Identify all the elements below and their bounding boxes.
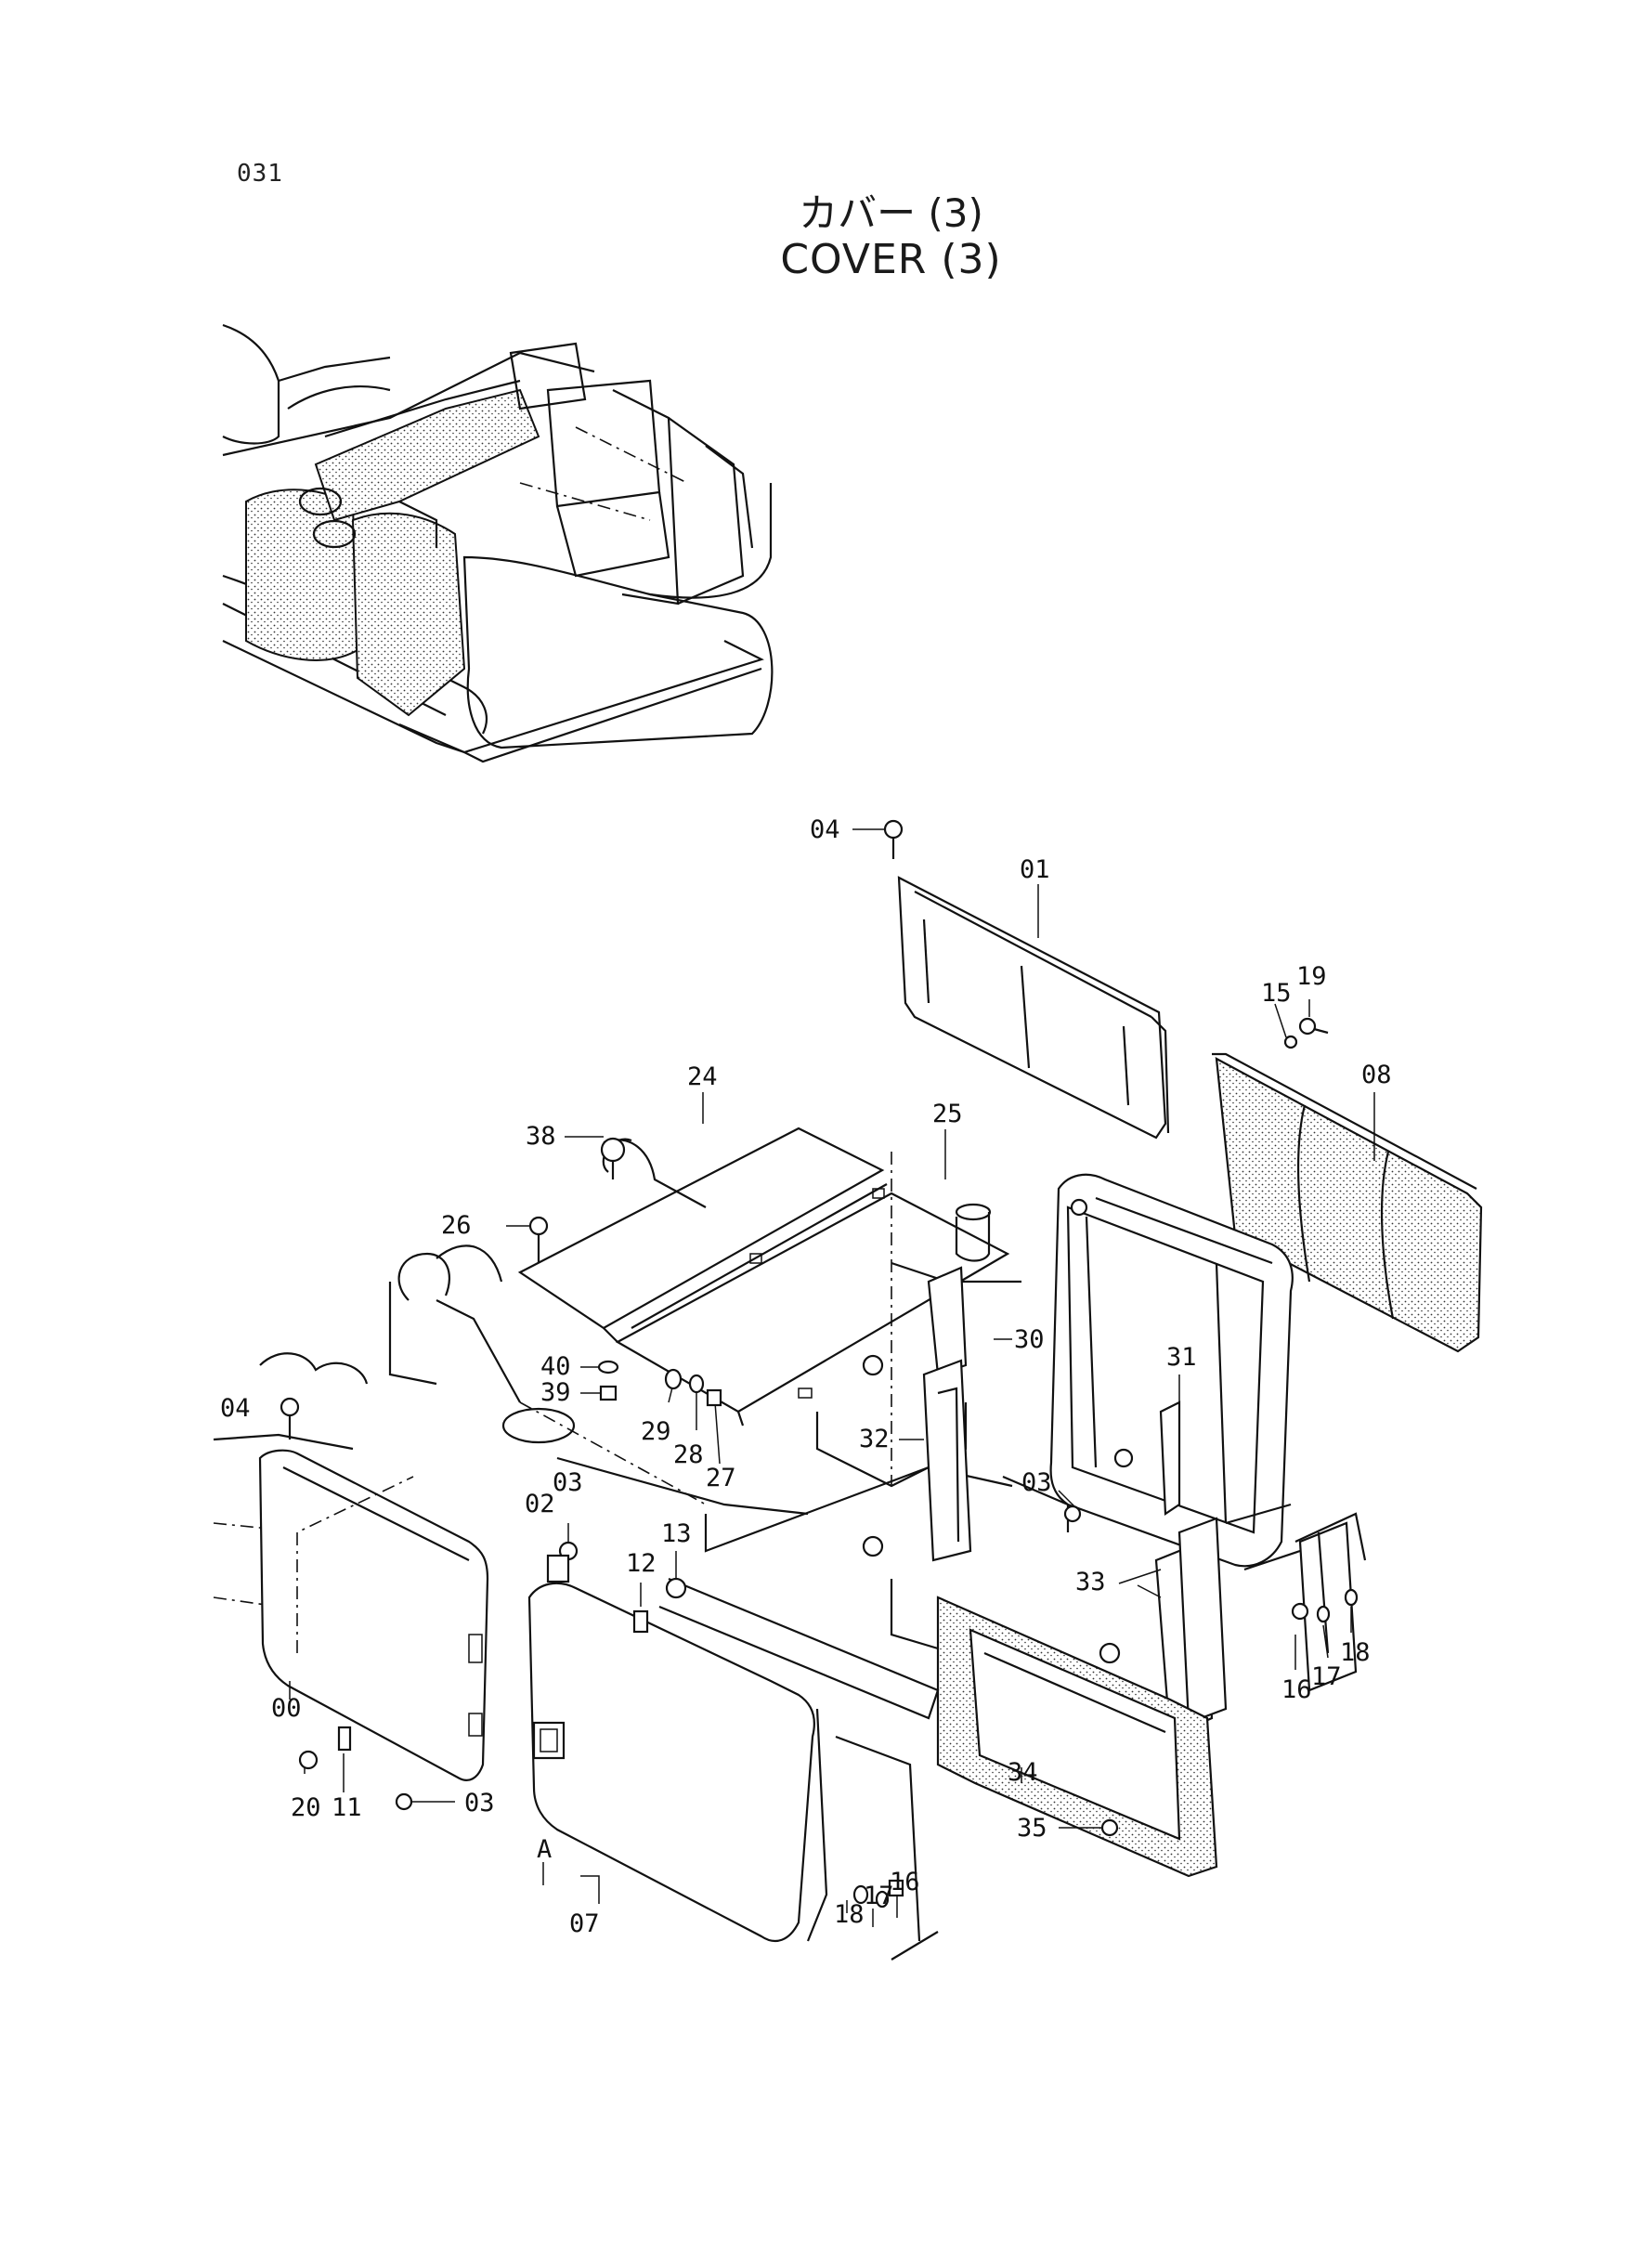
callout-04-left: 04: [220, 1394, 251, 1423]
callout-15: 15: [1261, 979, 1292, 1008]
washer-icon: [597, 1360, 619, 1375]
callout-32: 32: [859, 1425, 890, 1453]
bolt-icon: [395, 1792, 413, 1811]
brackets: [922, 1266, 1367, 1739]
part-34-seal: [936, 1596, 1218, 1878]
bolt-icon: [665, 1577, 687, 1599]
callout-18-bottom: 18: [834, 1900, 865, 1929]
callout-31: 31: [1166, 1343, 1197, 1372]
part-07-front-door: [527, 1577, 940, 1961]
bolt-icon: [862, 1535, 884, 1557]
bolt-icon: [528, 1216, 549, 1263]
machine-frame: [213, 1138, 1070, 1650]
washer-icon: [875, 1890, 890, 1909]
washer-icon: [1344, 1588, 1359, 1607]
callout-28: 28: [673, 1440, 704, 1469]
clip-icon: [632, 1609, 649, 1634]
bolt-icon: [1099, 1642, 1121, 1664]
callout-11: 11: [332, 1793, 362, 1822]
bolt-icon: [1291, 1602, 1309, 1621]
part-24-top-plate: [517, 1127, 1010, 1427]
callout-00: 00: [271, 1694, 302, 1723]
callout-17-right: 17: [1311, 1662, 1342, 1691]
washer-icon: [664, 1368, 683, 1390]
callout-19: 19: [1296, 962, 1327, 991]
callout-07: 07: [569, 1909, 600, 1938]
bolt-icon: [280, 1397, 300, 1440]
title-english: COVER (3): [780, 236, 1002, 283]
callout-35: 35: [1017, 1814, 1047, 1843]
callout-03-right: 03: [1021, 1468, 1052, 1497]
callout-33: 33: [1075, 1568, 1106, 1596]
bolt-icon: [862, 1354, 884, 1376]
callout-27: 27: [706, 1464, 736, 1492]
bolt-icon: [600, 1137, 626, 1179]
callout-16-bottom: 16: [890, 1868, 920, 1896]
main-exploded-view: 04 01 15 19 08 24 38 25 26 30 40 39 31 2…: [213, 815, 1483, 1961]
callout-24: 24: [687, 1062, 718, 1091]
nut-icon: [888, 1879, 904, 1897]
callout-08: 08: [1361, 1061, 1392, 1089]
callout-30: 30: [1014, 1325, 1045, 1354]
nut-icon: [599, 1385, 618, 1401]
overview-inset: [222, 323, 774, 763]
bolt-icon: [1070, 1198, 1088, 1217]
fasteners: [280, 819, 1359, 1909]
callout-29: 29: [641, 1417, 671, 1446]
clip-icon: [337, 1726, 352, 1752]
part-01-rear-panel: [897, 876, 1170, 1140]
callout-26: 26: [441, 1211, 472, 1240]
callout-16-right: 16: [1281, 1675, 1312, 1704]
callout-25: 25: [932, 1100, 963, 1128]
washer-icon: [688, 1374, 705, 1394]
callout-A: A: [537, 1835, 552, 1864]
callout-17-bottom: 17: [864, 1882, 894, 1910]
callout-18-right: 18: [1340, 1638, 1371, 1667]
callout-38: 38: [526, 1122, 556, 1151]
part-00-left-door: [258, 1449, 489, 1781]
leader-lines: [289, 828, 1375, 1927]
washer-icon: [1283, 1035, 1298, 1049]
page-number: 031: [237, 160, 283, 188]
nut-icon: [706, 1388, 722, 1407]
radiator-block: [1049, 1173, 1294, 1568]
bolt-icon: [883, 819, 904, 859]
title-japanese: カバー (3): [799, 190, 983, 236]
callout-40: 40: [540, 1352, 571, 1381]
callout-04-top: 04: [810, 815, 840, 844]
callout-39: 39: [540, 1378, 571, 1407]
bolt-icon: [1100, 1818, 1119, 1837]
callout-labels: 04 01 15 19 08 24 38 25 26 30 40 39 31 2…: [220, 815, 1392, 1938]
washer-icon: [1316, 1605, 1331, 1623]
callout-12: 12: [626, 1549, 657, 1578]
callout-01: 01: [1020, 855, 1050, 884]
bolt-icon: [298, 1750, 319, 1770]
clip-icon: [546, 1554, 570, 1583]
bolt-icon: [1298, 1017, 1329, 1036]
callout-34: 34: [1008, 1758, 1038, 1787]
callout-02: 02: [525, 1490, 555, 1518]
bolt-icon: [1063, 1505, 1082, 1523]
washer-icon: [852, 1884, 869, 1905]
bolt-icon: [1113, 1448, 1134, 1468]
callout-13: 13: [661, 1519, 692, 1548]
callout-20: 20: [291, 1793, 321, 1822]
callout-03-middle: 03: [553, 1468, 583, 1497]
callout-03-bottom: 03: [464, 1789, 495, 1818]
